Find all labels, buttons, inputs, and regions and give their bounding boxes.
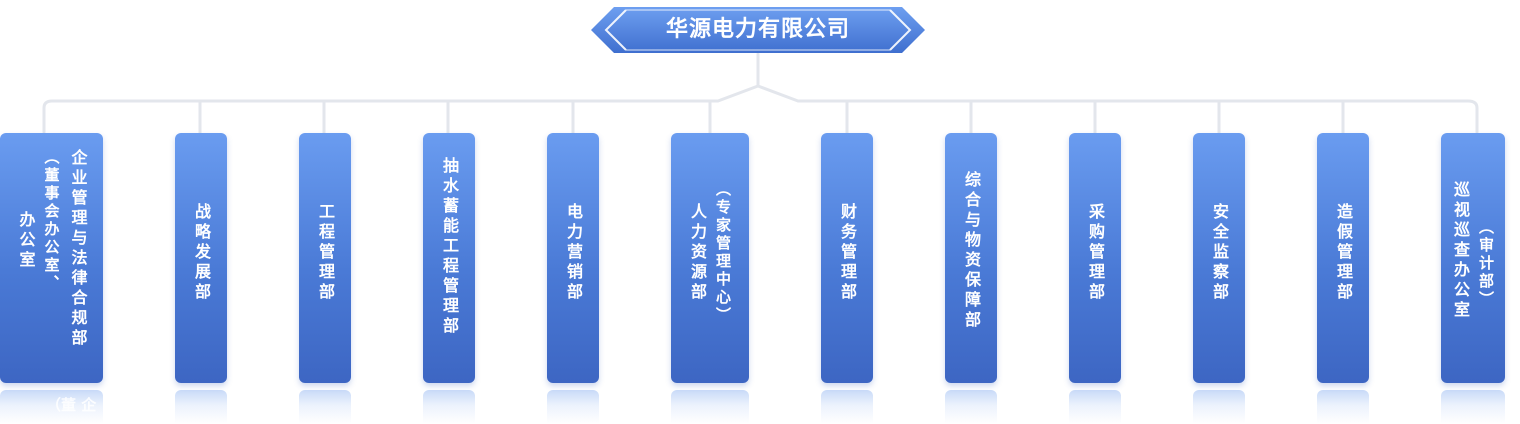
dept-inspection[interactable]: （审计部） 巡视巡查办公室 [1441, 133, 1505, 383]
dept-strategy[interactable]: 战略发展部 [175, 133, 227, 383]
dept-cost[interactable]: 造假管理部 [1317, 133, 1369, 383]
dept-label: 人力资源部 [688, 203, 707, 303]
dept-reflection [299, 390, 351, 424]
dept-logistics[interactable]: 综合与物资保障部 [945, 133, 997, 383]
dept-human-resources[interactable]: （专家管理中心） 人力资源部 [671, 133, 749, 383]
dept-reflection: （董 企 [0, 390, 103, 424]
dept-sublabel: 办公室 [16, 211, 36, 271]
dept-finance[interactable]: 财务管理部 [821, 133, 873, 383]
dept-reflection [821, 390, 873, 424]
dept-enterprise-management[interactable]: 企业管理与法律合规部 （董事会办公室、 办公室 [0, 133, 103, 383]
dept-reflection [1317, 390, 1369, 424]
dept-label: 巡视巡查办公室 [1451, 181, 1470, 321]
company-banner[interactable]: 华源电力有限公司 [590, 6, 926, 54]
dept-sublabel: （审计部） [1477, 219, 1495, 309]
dept-reflection [671, 390, 749, 424]
company-title: 华源电力有限公司 [665, 17, 850, 42]
dept-reflection [423, 390, 475, 424]
dept-engineering[interactable]: 工程管理部 [299, 133, 351, 383]
dept-label: 综合与物资保障部 [962, 171, 981, 331]
dept-reflection [1069, 390, 1121, 424]
dept-label: 抽水蓄能工程管理部 [440, 157, 459, 337]
dept-reflection [175, 390, 227, 424]
dept-label: 电力营销部 [564, 203, 583, 303]
dept-label: 采购管理部 [1086, 203, 1105, 303]
dept-reflection [1193, 390, 1245, 424]
dept-procurement[interactable]: 采购管理部 [1069, 133, 1121, 383]
dept-label: 战略发展部 [192, 203, 211, 303]
bus-line [42, 84, 1479, 134]
reflection-text: （董 企 [46, 396, 97, 414]
dept-sublabel: （董事会办公室、 [42, 149, 61, 293]
dept-reflection [945, 390, 997, 424]
dept-label: 工程管理部 [316, 203, 335, 303]
dept-pumped-storage[interactable]: 抽水蓄能工程管理部 [423, 133, 475, 383]
dept-marketing[interactable]: 电力营销部 [547, 133, 599, 383]
banner-shape [591, 7, 925, 53]
dept-label: 安全监察部 [1210, 203, 1229, 303]
dept-label: 企业管理与法律合规部 [68, 149, 88, 349]
dept-reflection [547, 390, 599, 424]
dept-safety[interactable]: 安全监察部 [1193, 133, 1245, 383]
dept-label: 造假管理部 [1334, 203, 1353, 303]
dept-label: 财务管理部 [838, 203, 857, 303]
dept-sublabel: （专家管理中心） [714, 181, 732, 325]
dept-reflection [1441, 390, 1505, 424]
